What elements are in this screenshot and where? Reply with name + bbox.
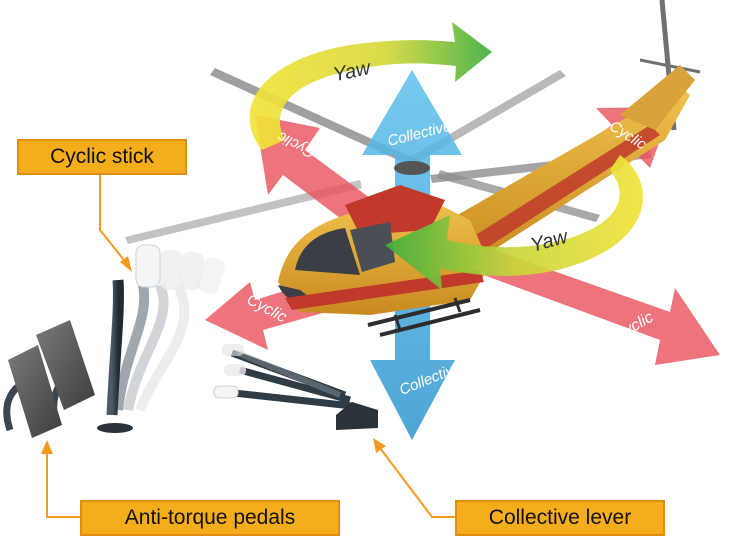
leader-line-collective-lever bbox=[373, 438, 455, 518]
yaw-arrow-top bbox=[249, 22, 492, 150]
helicopter-image bbox=[278, 65, 695, 337]
yaw-arrow-bottom bbox=[385, 155, 644, 290]
cyclic-stick-callout: Cyclic stick bbox=[17, 139, 187, 175]
cyclic-stick-graphic bbox=[97, 244, 225, 433]
anti-torque-pedals-graphic bbox=[3, 320, 95, 438]
cyclic-arrow-lower-right bbox=[470, 245, 720, 365]
leader-line-anti-torque-pedals bbox=[41, 440, 80, 518]
anti-torque-pedals-callout: Anti-torque pedals bbox=[80, 500, 340, 536]
leader-line-cyclic-stick bbox=[99, 172, 132, 272]
collective-lever-graphic bbox=[213, 344, 378, 430]
collective-lever-callout: Collective lever bbox=[455, 500, 665, 536]
